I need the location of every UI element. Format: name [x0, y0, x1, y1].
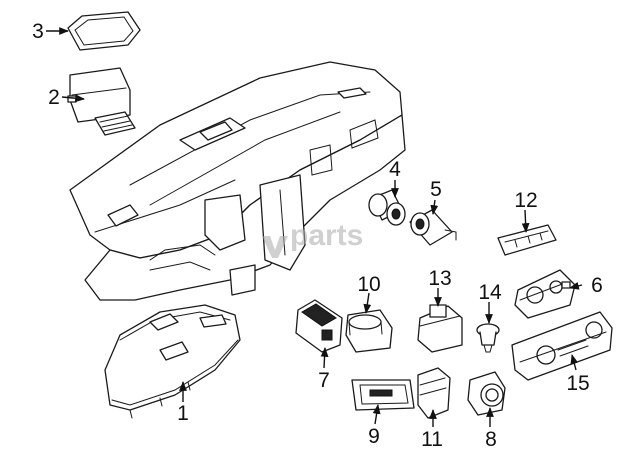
leader-lines — [46, 27, 583, 427]
part-8-start-button — [467, 371, 506, 416]
part-14-fastener — [476, 323, 500, 353]
part-2-air-vent — [67, 67, 136, 136]
callout-1: 1 — [177, 402, 189, 425]
dashboard-panel — [69, 61, 406, 301]
callout-2: 2 — [48, 86, 60, 109]
callout-7: 7 — [318, 369, 330, 392]
callout-5: 5 — [430, 178, 442, 201]
callout-10: 10 — [357, 273, 380, 296]
part-1-instrument-cluster — [104, 304, 241, 419]
part-9-trim-bezel — [351, 379, 415, 411]
part-6-light-switch — [514, 269, 576, 319]
part-13-module — [417, 304, 463, 353]
part-12-switch-strip — [497, 224, 557, 256]
callout-12: 12 — [514, 189, 537, 212]
part-7-switch — [295, 299, 343, 353]
part-15-climate-panel — [511, 311, 613, 381]
part-4-power-socket — [368, 189, 406, 226]
callout-9: 9 — [368, 425, 380, 448]
part-10-knob — [345, 309, 393, 353]
part-11-small-switch — [417, 367, 451, 419]
callout-labels: 3 2 1 4 5 6 7 8 9 10 11 12 13 14 15 — [32, 20, 603, 451]
part-5-socket-housing — [409, 209, 457, 246]
callout-6: 6 — [591, 274, 603, 297]
callout-14: 14 — [478, 281, 502, 304]
callout-13: 13 — [428, 267, 451, 290]
callout-15: 15 — [566, 372, 589, 395]
callout-3: 3 — [32, 20, 44, 43]
part-3-cover-panel — [67, 11, 141, 51]
watermark: parts — [262, 219, 363, 258]
callout-8: 8 — [485, 428, 497, 451]
watermark-text: parts — [290, 219, 363, 252]
callout-4: 4 — [389, 158, 401, 181]
callout-11: 11 — [421, 428, 443, 451]
